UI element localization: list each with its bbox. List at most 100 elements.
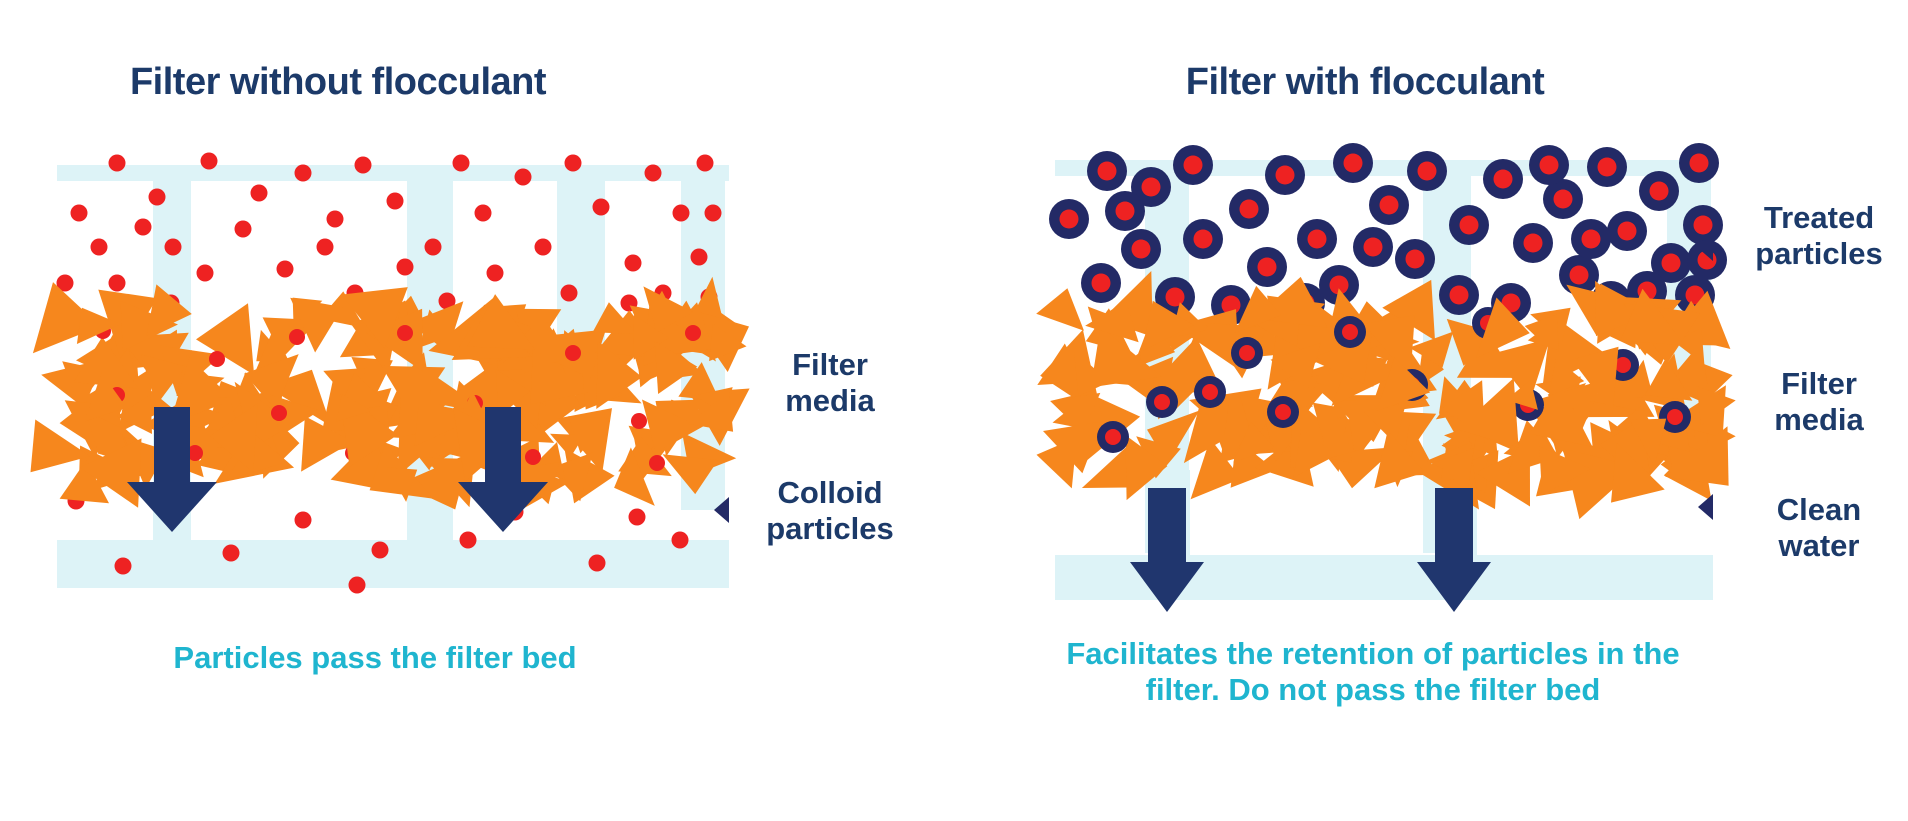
colloid-particle <box>671 531 689 549</box>
filter-media-grain <box>30 419 91 473</box>
filter-media-grain <box>642 399 698 454</box>
filter-media-grain <box>1331 343 1400 407</box>
filter-media-grain <box>146 284 192 336</box>
treated-particle-core <box>1307 229 1327 249</box>
colloid-particle <box>108 274 126 292</box>
filter-media-grain <box>1529 382 1593 447</box>
colloid-particle <box>459 531 477 549</box>
colloid-particle <box>326 210 344 228</box>
treated-particle-core <box>1617 221 1637 241</box>
filter-media-grain <box>403 426 449 471</box>
filter-media-grain <box>140 354 186 406</box>
edge-particle-fragment <box>1698 494 1713 520</box>
filter-media-grain <box>1330 288 1368 327</box>
colloid-particle <box>70 204 88 222</box>
edge-particle-fragment <box>714 497 729 523</box>
filter-media-grain <box>1036 288 1084 331</box>
colloid-particle <box>672 204 690 222</box>
filter-media-grain <box>1620 288 1685 346</box>
treated-particle-core <box>1115 201 1135 221</box>
colloid-particle <box>90 238 108 256</box>
treated-particle-core <box>1459 215 1479 235</box>
filter-media-grain <box>654 341 698 394</box>
treated-particle-core <box>1501 293 1521 313</box>
treated-particle-core <box>1539 155 1559 175</box>
colloid-particle <box>348 576 366 594</box>
treated-particle-core <box>1493 169 1513 189</box>
treated-particle-core <box>1329 275 1349 295</box>
filter-media-grain <box>414 382 462 447</box>
colloid-particle <box>560 284 578 302</box>
filter-media-grain <box>1409 331 1454 368</box>
flow-arrow <box>1417 488 1491 612</box>
left-panel-title: Filter without flocculant <box>129 61 547 103</box>
colloid-particle <box>486 264 504 282</box>
filter-media-grain <box>1382 279 1435 341</box>
label-filter-media-left: Filter media <box>785 347 875 418</box>
flow-arrow <box>127 407 217 532</box>
right-illustration <box>1036 143 1736 612</box>
treated-particle-core <box>1239 199 1259 219</box>
colloid-particle <box>371 541 389 559</box>
colloid-particle <box>114 557 132 575</box>
filter-media-grain <box>467 294 535 350</box>
filter-media-grain <box>1539 446 1591 496</box>
treated-particle-trapped-core <box>1105 429 1121 445</box>
treated-particle-core <box>1097 161 1117 181</box>
filter-media-grain <box>1645 358 1693 401</box>
colloid-particle <box>222 544 240 562</box>
colloid-particle-trapped <box>649 455 665 471</box>
filter-media-grain <box>381 365 446 417</box>
filter-media-grain <box>76 307 121 344</box>
filter-media-grain <box>1141 300 1194 352</box>
filter-media-grain <box>1524 312 1563 345</box>
filter-media-grain <box>662 454 719 495</box>
treated-particle-core <box>1257 257 1277 277</box>
colloid-particle <box>452 154 470 172</box>
filter-media-grain <box>386 467 418 502</box>
treated-particle-core <box>1141 177 1161 197</box>
filter-media-grain <box>1590 370 1641 411</box>
treated-particle-core <box>1363 237 1383 257</box>
background-stripe <box>57 540 729 588</box>
treated-particle-core <box>1693 215 1713 235</box>
filter-media-grain <box>678 362 720 401</box>
treated-particle-core <box>1091 273 1111 293</box>
right-panel-title: Filter with flocculant <box>1185 61 1545 103</box>
treated-particle-core <box>1165 287 1185 307</box>
filter-media-grain <box>80 438 142 508</box>
treated-particle-core <box>1685 285 1705 305</box>
filter-media-grain <box>1081 445 1141 488</box>
filter-media-grain <box>424 457 475 508</box>
treated-particle-core <box>1649 181 1669 201</box>
background-stripe <box>57 165 729 181</box>
label-treated-particles: Treated particles <box>1755 200 1883 271</box>
filter-media-grain <box>438 360 501 417</box>
treated-particle-core <box>1131 239 1151 259</box>
colloid-particle <box>588 554 606 572</box>
treated-particle-core <box>1405 249 1425 269</box>
colloid-particle <box>696 154 714 172</box>
filter-media-grain <box>1446 318 1503 366</box>
filter-media-grain <box>336 394 372 422</box>
colloid-particle <box>438 292 456 310</box>
colloid-particle <box>56 274 74 292</box>
filter-media-grain <box>169 349 222 425</box>
treated-particle-core <box>1275 165 1295 185</box>
edge-particle-fragment <box>1698 235 1713 261</box>
filter-media-grain <box>643 286 694 333</box>
filter-media-grain <box>1456 329 1515 378</box>
filter-media-grain <box>1309 334 1372 384</box>
filter-media-grain <box>676 302 710 338</box>
colloid-particle-trapped <box>289 329 305 345</box>
colloid-particle <box>294 164 312 182</box>
filter-media-grain <box>1363 402 1406 445</box>
label-colloid-particles: Colloid particles <box>766 475 894 546</box>
filter-media-grain <box>1505 380 1538 410</box>
right-illustration-graphic <box>1036 143 1736 612</box>
filter-media-grain <box>1040 329 1102 417</box>
filter-media-grain <box>1457 378 1519 448</box>
treated-particle-core <box>1059 209 1079 229</box>
colloid-particle <box>148 188 166 206</box>
